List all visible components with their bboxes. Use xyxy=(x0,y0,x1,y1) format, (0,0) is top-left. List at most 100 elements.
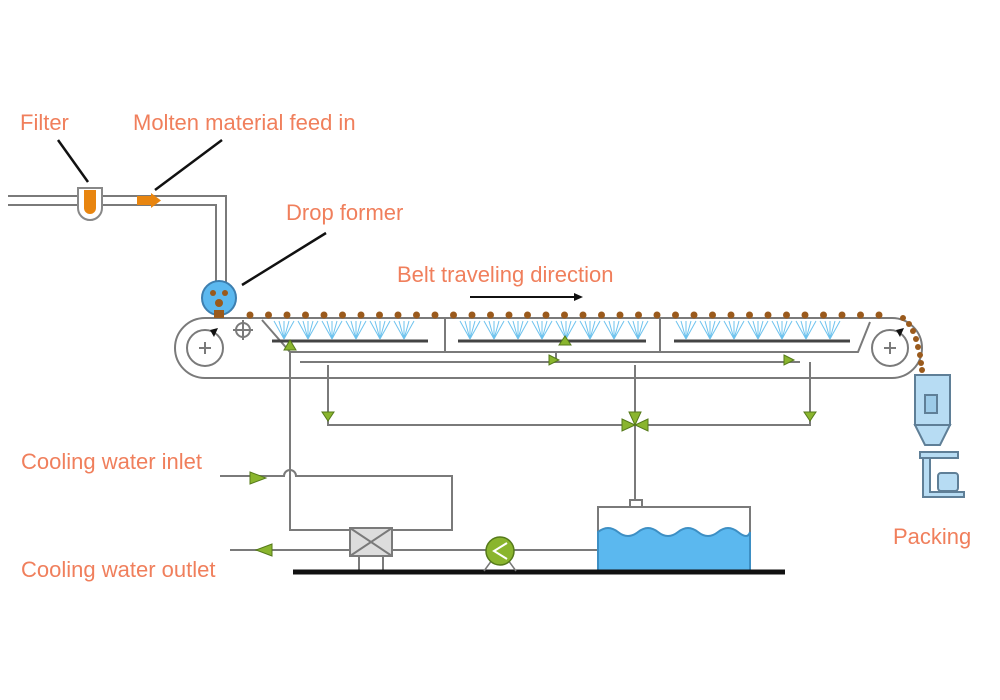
drop xyxy=(727,311,735,319)
spray xyxy=(829,320,836,340)
feed-label: Molten material feed in xyxy=(133,110,356,135)
water-tank xyxy=(597,499,751,572)
spray xyxy=(403,320,410,340)
drop xyxy=(900,315,906,321)
drop xyxy=(857,311,864,319)
feed-pipe xyxy=(8,195,227,286)
spray-trough xyxy=(261,318,871,353)
drop xyxy=(320,311,328,319)
spray xyxy=(829,320,841,340)
cooling-piping xyxy=(220,352,811,551)
spray xyxy=(403,320,415,340)
left-roller xyxy=(186,329,224,367)
belt-direction-arrow xyxy=(470,293,583,301)
spray xyxy=(369,320,381,340)
spray xyxy=(512,320,519,340)
drop-former-icon xyxy=(201,280,237,318)
drop xyxy=(450,311,457,319)
spray xyxy=(393,320,405,340)
spray xyxy=(579,320,591,340)
spray xyxy=(273,320,285,340)
packing-label: Packing xyxy=(893,524,972,549)
spray xyxy=(795,320,807,340)
flow-arrow-icon xyxy=(137,193,161,208)
spray xyxy=(307,320,319,340)
valve-icon xyxy=(621,418,637,432)
drop xyxy=(357,311,365,319)
spray xyxy=(355,320,362,340)
valve-icon xyxy=(558,335,572,346)
spray xyxy=(805,320,812,340)
spray xyxy=(283,320,290,340)
water-inlet-label: Cooling water inlet xyxy=(21,449,202,474)
spray xyxy=(728,320,735,340)
spray xyxy=(321,320,333,340)
tension-roller xyxy=(233,320,253,340)
drop xyxy=(283,311,291,319)
drop xyxy=(783,311,790,319)
drop xyxy=(468,311,476,319)
spray xyxy=(355,320,367,340)
drop xyxy=(616,311,624,319)
drop xyxy=(598,311,605,319)
spray xyxy=(493,320,505,340)
spray xyxy=(709,320,721,340)
spray xyxy=(589,320,596,340)
water-outlet-label: Cooling water outlet xyxy=(21,557,216,582)
valve-icon xyxy=(628,411,642,427)
spray xyxy=(345,320,357,340)
drop xyxy=(801,311,809,319)
spray xyxy=(613,320,625,340)
spray xyxy=(733,320,745,340)
drop xyxy=(413,311,420,319)
spray-nozzles xyxy=(273,320,841,340)
spray xyxy=(608,320,615,340)
drop xyxy=(394,311,402,319)
leader-lines xyxy=(56,138,327,287)
drop xyxy=(906,321,912,327)
spray xyxy=(757,320,764,340)
spray xyxy=(800,320,807,340)
spray xyxy=(685,320,697,340)
spray xyxy=(584,320,591,340)
drop xyxy=(376,311,383,319)
drop xyxy=(653,311,661,319)
spray xyxy=(398,320,405,340)
drop xyxy=(918,360,924,366)
drop xyxy=(265,311,272,319)
drop xyxy=(579,311,587,319)
spray xyxy=(752,320,759,340)
spray xyxy=(819,320,831,340)
drop xyxy=(764,311,772,319)
drop xyxy=(838,311,846,319)
filter-icon xyxy=(77,187,103,221)
drop xyxy=(709,311,716,319)
spray xyxy=(469,320,476,340)
drop xyxy=(635,311,642,319)
spray xyxy=(781,320,793,340)
drop xyxy=(746,311,753,319)
spray xyxy=(541,320,553,340)
spray xyxy=(613,320,620,340)
rotation-arrow-icon xyxy=(210,328,218,337)
spray xyxy=(307,320,314,340)
packing-machine-icon xyxy=(913,374,965,498)
spray xyxy=(627,320,639,340)
spray xyxy=(781,320,788,340)
drop xyxy=(505,311,513,319)
spray xyxy=(733,320,740,340)
spray xyxy=(776,320,783,340)
spray xyxy=(459,320,471,340)
drop xyxy=(919,367,925,373)
drop xyxy=(915,344,921,350)
spray xyxy=(565,320,577,340)
belt-direction-label: Belt traveling direction xyxy=(397,262,614,287)
drop xyxy=(913,336,919,342)
spray xyxy=(603,320,615,340)
drop xyxy=(246,311,254,319)
spray xyxy=(565,320,572,340)
valve-icon xyxy=(321,411,335,422)
spray xyxy=(709,320,716,340)
